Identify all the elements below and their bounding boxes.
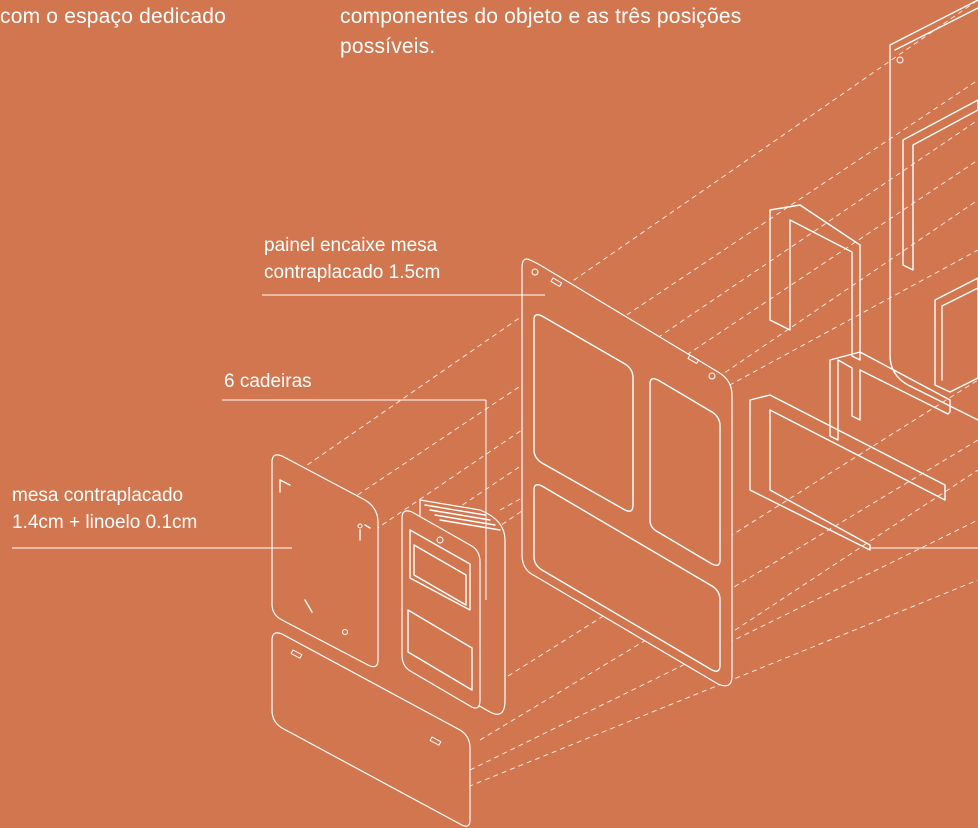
caption-left-line: com o espaço dedicado bbox=[0, 5, 227, 28]
table-top bbox=[271, 454, 379, 668]
caption-right-line-1: componentes do objeto e as três posições bbox=[340, 5, 742, 28]
label-cadeiras: 6 cadeiras bbox=[224, 371, 312, 392]
caption-right: componentes do objeto e as três posições… bbox=[340, 2, 741, 62]
caption-right-line-2: possíveis. bbox=[340, 35, 436, 58]
label-mesa-line-1: mesa contraplacado bbox=[12, 485, 184, 506]
caption-left: com o espaço dedicado bbox=[0, 2, 226, 32]
label-painel-line-1: painel encaixe mesa bbox=[264, 235, 438, 256]
label-painel-encaixe-mesa: painel encaixe mesa contraplacado 1.5cm bbox=[264, 232, 440, 286]
label-painel-line-2: contraplacado 1.5cm bbox=[264, 262, 441, 283]
frame-pieces bbox=[749, 99, 978, 551]
leader-lines bbox=[12, 294, 545, 600]
rear-panel bbox=[889, 0, 978, 421]
chair-stack bbox=[401, 499, 506, 715]
label-mesa: mesa contraplacado 1.4cm + linoelo 0.1cm bbox=[12, 482, 197, 536]
panel-encaixe bbox=[521, 258, 733, 687]
label-mesa-line-2: 1.4cm + linoelo 0.1cm bbox=[12, 512, 198, 533]
table-board bbox=[271, 632, 471, 827]
